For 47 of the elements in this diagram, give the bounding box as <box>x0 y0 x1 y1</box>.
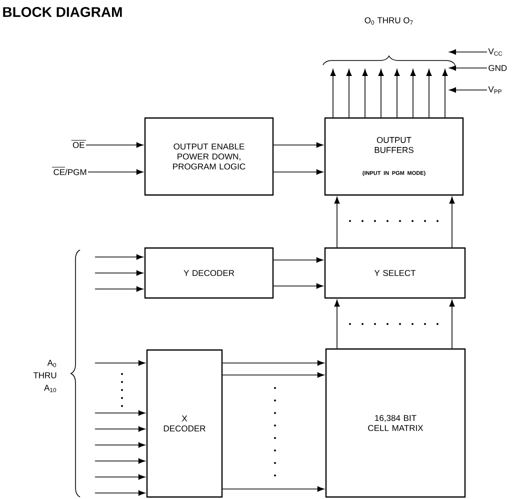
arrow <box>86 142 144 148</box>
arrow <box>442 69 448 118</box>
arrow <box>88 169 144 175</box>
arrow <box>273 142 324 148</box>
arrow <box>94 254 144 260</box>
arrow <box>449 87 488 93</box>
arrow <box>94 360 146 366</box>
signal-label: V$_{PP}$ <box>488 86 502 94</box>
signal-label: O$_{0}$ THRU O$_{7}$ <box>364 17 413 25</box>
arrow <box>334 196 340 248</box>
arrow <box>378 69 384 118</box>
arrow <box>334 300 340 349</box>
arrow <box>346 69 352 118</box>
select-block: Y SELECT <box>324 247 466 299</box>
arrow <box>362 69 368 118</box>
arrow <box>94 442 146 448</box>
arrow <box>94 426 146 432</box>
arrow <box>273 283 324 289</box>
arrow <box>449 196 455 248</box>
decoder-block: Y DECODER <box>144 247 274 299</box>
title: BLOCK DIAGRAM <box>3 7 122 17</box>
arrow <box>449 65 488 71</box>
arrow <box>94 458 146 464</box>
signal-label: CE/PGM <box>52 166 86 176</box>
arrow <box>94 490 146 496</box>
signal-label: A$_{0}$ THRU A$_{10}$ <box>33 360 56 392</box>
logic-block: OUTPUT ENABLE POWER DOWN, PROGRAM LOGIC <box>144 117 274 196</box>
arrow <box>426 69 432 118</box>
signal-label: GND <box>488 65 507 71</box>
arrow <box>222 372 324 378</box>
arrow <box>94 410 146 416</box>
arrow <box>273 169 324 175</box>
signal-label: OE <box>71 140 86 148</box>
arrow <box>449 300 455 349</box>
arrow <box>94 270 144 276</box>
arrow <box>94 474 146 480</box>
arrow <box>273 257 324 263</box>
arrow <box>449 49 488 55</box>
cell-matrix-block: 16,384 BIT CELL MATRIX <box>325 348 466 498</box>
arrow <box>222 486 324 492</box>
arrow <box>394 69 400 118</box>
arrow <box>410 69 416 118</box>
arrow <box>222 360 324 366</box>
decoder-block: X DECODER <box>146 349 223 498</box>
arrow <box>330 69 336 118</box>
signal-label: V$_{CC}$ <box>488 48 502 56</box>
arrow <box>94 286 144 292</box>
